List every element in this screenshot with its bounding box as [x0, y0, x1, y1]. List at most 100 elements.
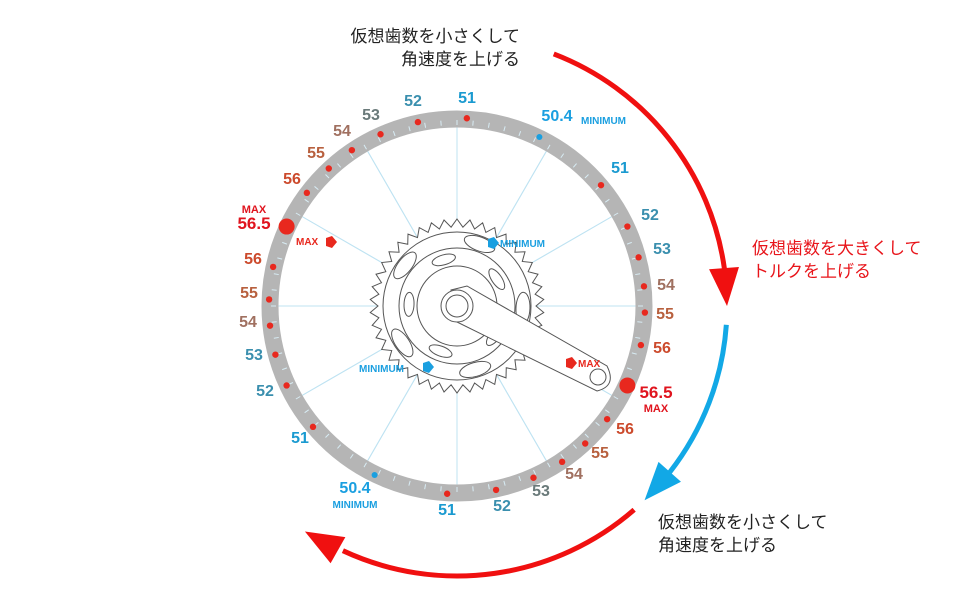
ring-tick	[503, 480, 506, 486]
virtual-teeth-label: 56	[616, 421, 634, 438]
ring-tick	[377, 469, 381, 475]
tooth-dot	[640, 283, 648, 290]
tooth-dot	[269, 263, 277, 271]
arrow-arc-red-top	[552, 51, 727, 269]
minimum-marker-icon	[423, 361, 434, 373]
arrow-head-red-top	[709, 266, 739, 306]
spindle-inner	[445, 294, 469, 318]
chainring-bolt-slot	[431, 253, 456, 267]
ring-tick	[408, 126, 411, 132]
virtual-teeth-label: 55	[656, 306, 674, 323]
tooth-dot	[492, 486, 500, 494]
ring-tick	[635, 273, 641, 276]
tooth-dot	[641, 309, 649, 316]
annotation-right-line2: トルクを上げる	[752, 262, 871, 282]
chainring-cutout	[463, 234, 496, 254]
virtual-teeth-label: 54	[565, 466, 583, 483]
ring-tick	[304, 198, 310, 203]
ring-tick	[560, 153, 565, 159]
annotation-right: 仮想歯数を大きくして トルクを上げる	[752, 238, 922, 284]
ring-tick	[349, 153, 354, 159]
ring-tick	[631, 352, 637, 355]
ring-tick	[487, 484, 490, 490]
chainring-cutout	[459, 360, 492, 378]
minimum-marker-label: MINIMUM	[359, 364, 404, 375]
ring	[261, 110, 653, 502]
annotation-top-line2: 角速度を上げる	[401, 50, 520, 70]
tooth-dot	[348, 146, 356, 154]
virtual-teeth-label: 52	[493, 498, 511, 515]
virtual-teeth-label: 55	[591, 445, 609, 462]
arrow-arc-blue	[667, 324, 729, 474]
max-tag: MAX	[242, 204, 267, 216]
minimum-marker-label: MINIMUM	[500, 239, 545, 250]
ring-tick	[337, 444, 342, 449]
tooth-dot	[635, 254, 642, 261]
crankset	[369, 218, 611, 394]
ring-tick	[282, 367, 288, 371]
ring-tick	[595, 421, 600, 426]
minimum-marker-icon	[488, 237, 499, 249]
ring-tick	[295, 212, 301, 216]
ring-tick	[547, 144, 551, 150]
virtual-teeth-label: 54	[333, 123, 351, 140]
tooth-dot	[325, 165, 332, 172]
virtual-teeth-label: 51	[611, 160, 629, 177]
ring-tick	[273, 336, 279, 339]
ring-tick	[424, 122, 427, 128]
ring-tick	[613, 396, 619, 400]
virtual-teeth-label: 52	[256, 383, 274, 400]
arrow-arc-red-bottom	[341, 507, 636, 579]
virtual-teeth-label: 56.5	[639, 383, 672, 402]
tooth-dot	[558, 458, 566, 466]
tooth-dot	[265, 296, 273, 303]
minimum-tag: MINIMUM	[333, 500, 378, 511]
tooth-dot	[443, 490, 451, 497]
ring-tick	[533, 469, 537, 475]
tooth-dot	[530, 474, 537, 481]
virtual-teeth-label: 56	[653, 340, 671, 357]
ring-tick	[626, 367, 632, 371]
ring-tick	[487, 122, 490, 128]
ring-tick	[377, 137, 381, 143]
ring-tick	[584, 433, 589, 438]
chainring-cutout	[393, 251, 417, 280]
virtual-teeth-label: 55	[240, 285, 258, 302]
ring-tick	[503, 126, 506, 132]
ring-tick	[408, 480, 411, 486]
ring-tick	[424, 484, 427, 490]
max-dot	[619, 377, 636, 394]
annotation-bottom: 仮想歯数を小さくして 角速度を上げる	[658, 512, 828, 558]
ring-tick	[572, 444, 577, 449]
chainring-cutout	[391, 328, 414, 358]
ring-tick	[392, 131, 396, 137]
tooth-dot	[266, 322, 274, 329]
ring-tick	[349, 453, 354, 459]
ring-tick	[518, 475, 522, 481]
chainring-bolt-slot	[488, 268, 506, 290]
tooth-dot	[272, 351, 279, 358]
max-tag: MAX	[644, 403, 669, 415]
minimum-dot	[371, 471, 378, 478]
max-marker-icon	[566, 357, 577, 369]
max-marker-icon	[326, 236, 337, 248]
annotation-bottom-line2: 角速度を上げる	[658, 536, 777, 556]
ring-tick	[363, 144, 367, 150]
virtual-teeth-label: 53	[653, 241, 671, 258]
minimum-tag: MINIMUM	[581, 116, 626, 127]
virtual-teeth-label: 56.5	[237, 214, 270, 233]
ring-tick	[314, 186, 319, 191]
virtual-teeth-label: 51	[458, 90, 476, 107]
tooth-dot	[283, 382, 290, 389]
ring-tick	[392, 475, 396, 481]
tooth-dot	[414, 118, 422, 126]
virtual-teeth-label: 53	[532, 483, 550, 500]
virtual-teeth-label: 53	[245, 347, 263, 364]
ring-tick	[560, 453, 565, 459]
ring-tick	[277, 257, 283, 260]
tooth-dot	[637, 341, 645, 349]
ring-tick	[584, 174, 589, 179]
virtual-teeth-label: 51	[438, 502, 456, 519]
ring-tick	[547, 462, 551, 468]
